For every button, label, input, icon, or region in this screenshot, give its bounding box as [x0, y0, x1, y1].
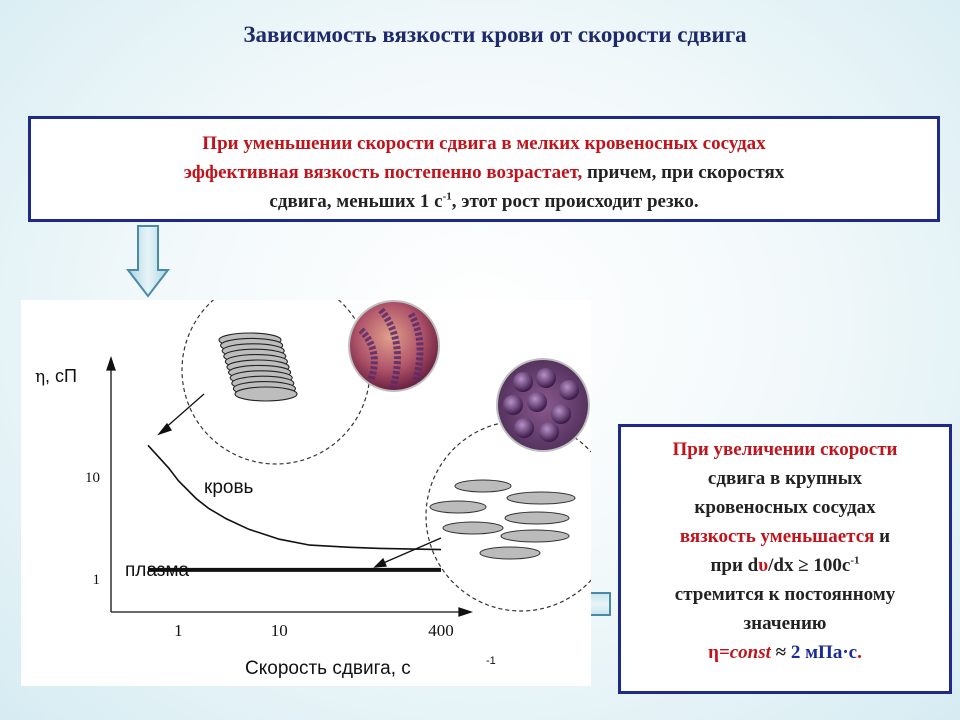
rb-line-5: при dυ/dx ≥ 100с-1: [627, 551, 943, 580]
x-tick-label: 1: [174, 621, 183, 640]
viscosity-chart: кровь плазма 1 10 400 10 1 η , сП Скорость сд…: [35, 300, 591, 679]
info-box-high-shear: При увеличении скорости сдвига в крупных…: [618, 424, 952, 694]
rb-line-8-val: 2 мПа·с: [786, 642, 858, 663]
rb-line-5-mid: /dx: [768, 555, 799, 576]
info-line-2-red: эффективная вязкость постепенно возраста…: [183, 162, 583, 183]
series-label-blood: кровь: [204, 477, 254, 498]
rb-line-3: кровеносных сосудах: [694, 497, 876, 518]
x-tick-label: 400: [428, 621, 454, 640]
y-axis-symbol: η: [35, 367, 45, 387]
rb-line-8-end: .: [857, 642, 862, 663]
chart-panel: кровь плазма 1 10 400 10 1 η , сП Скорость сд…: [21, 300, 591, 686]
rb-line-1: При увеличении скорости: [672, 439, 898, 460]
rb-upsilon: υ: [758, 555, 769, 576]
info-line-3-sup: -1: [442, 190, 452, 203]
x-tick-label: 10: [271, 621, 288, 640]
info-line-3: сдвига, меньших 1 с-1, этот рост происхо…: [47, 187, 921, 216]
rb-eta: η: [708, 642, 719, 663]
pointer-arrows: [157, 393, 442, 568]
down-arrow-icon: [126, 225, 170, 298]
x-axis-title: Скорость сдвига, с: [245, 658, 411, 679]
y-tick-label: 10: [85, 470, 100, 486]
slide-title: Зависимость вязкости крови от скорости с…: [243, 22, 747, 47]
info-line-2-dark: причем, при скоростях: [582, 162, 785, 183]
rb-line-5-val: 100с: [808, 555, 851, 576]
rb-const: =const: [718, 642, 776, 663]
info-line-1: При уменьшении скорости сдвига в мелких …: [202, 133, 766, 154]
info-line-3-post: , этот рост происходит резко.: [451, 191, 699, 212]
rb-line-6: стремится к постоянному: [674, 584, 896, 605]
rb-line-4-red: вязкость уменьшается: [679, 526, 875, 547]
rb-line-4-dark: и: [874, 526, 891, 547]
y-axis-unit: , сП: [45, 366, 77, 386]
series-line-blood: [147, 444, 442, 551]
rb-line-8: η=const ≈ 2 мПа·с.: [627, 638, 943, 667]
rouleaux-micrograph: [348, 300, 440, 392]
info-line-2: эффективная вязкость постепенно возраста…: [47, 158, 921, 187]
rb-approx: ≈: [775, 642, 787, 663]
y-tick-label: 1: [93, 572, 101, 588]
chart-axes: [106, 355, 474, 617]
rb-line-7: значению: [743, 613, 827, 634]
rb-line-2: сдвига в крупных: [707, 468, 863, 489]
stacked-cell: [234, 386, 298, 402]
free-cells-micrograph: [496, 358, 590, 452]
rb-line-5-pre: при d: [710, 555, 759, 576]
info-line-3-pre: сдвига, меньших 1 с: [269, 191, 443, 212]
rouleaux-illustration: [181, 300, 371, 465]
info-box-low-shear: При уменьшении скорости сдвига в мелких …: [28, 116, 940, 222]
rb-line-4: вязкость уменьшается и: [627, 522, 943, 551]
dispersed-cells-illustration: [425, 420, 591, 612]
x-axis-sup: -1: [486, 655, 496, 667]
rb-line-5-sup: -1: [850, 554, 860, 567]
series-label-plasma: плазма: [125, 560, 190, 581]
x-axis-label: Скорость сдвига, с -1: [245, 655, 496, 679]
rb-ge: ≥: [798, 555, 809, 576]
y-axis-label: η , сП: [35, 366, 77, 387]
